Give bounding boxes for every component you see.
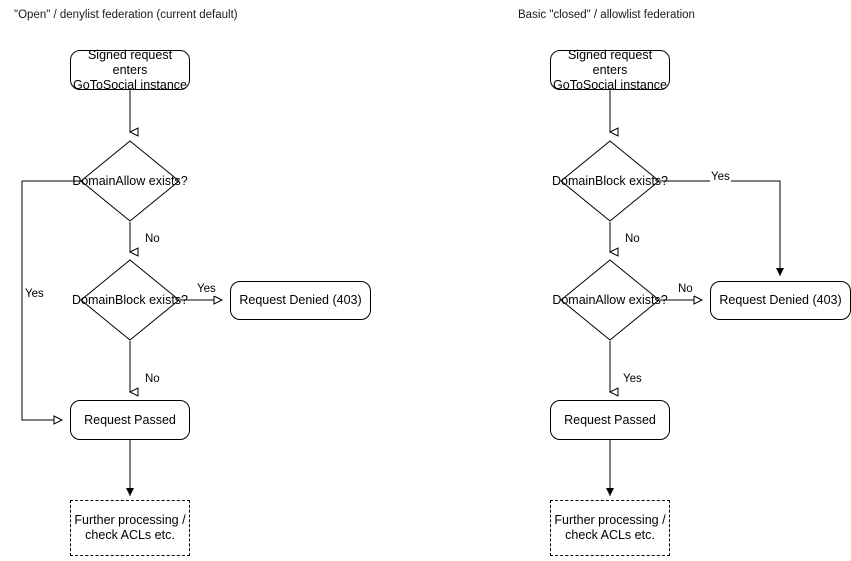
node-further-processing-left: Further processing / check ACLs etc.: [70, 500, 190, 556]
node-decision-domainallow-left: DomainAllow exists?: [72, 140, 188, 222]
panel-title-open-denylist: "Open" / denylist federation (current de…: [14, 9, 238, 21]
node-request-passed-left: Request Passed: [70, 400, 190, 440]
node-request-denied-right: Request Denied (403): [710, 281, 851, 320]
node-further-processing-right-line1: Further processing /: [554, 513, 666, 527]
edge-label-block-no-right: No: [624, 233, 641, 246]
node-further-processing-right-line2: check ACLs etc.: [565, 528, 655, 542]
diamond-shape-icon: [560, 259, 660, 341]
edge-block-yes-to-denied-r: [660, 180, 784, 276]
edge-label-allow-no-left: No: [144, 233, 161, 246]
node-request-passed-left-label: Request Passed: [84, 412, 176, 427]
node-decision-domainblock-right: DomainBlock exists?: [552, 140, 668, 222]
node-decision-domainallow-right: DomainAllow exists?: [552, 259, 668, 341]
node-start-left-line1: Signed request enters: [87, 47, 173, 77]
node-request-denied-left: Request Denied (403): [230, 281, 371, 320]
edge-label-allow-yes-right: Yes: [622, 373, 643, 386]
diamond-shape-icon: [80, 259, 180, 341]
edge-allow-yes-to-passed: [21, 180, 80, 425]
node-start-left: Signed request enters GoToSocial instanc…: [70, 47, 190, 92]
node-start-right: Signed request enters GoToSocial instanc…: [550, 47, 670, 92]
edge-label-block-no-left: No: [144, 373, 161, 386]
node-decision-domainblock-left: DomainBlock exists?: [72, 259, 188, 341]
edge-label-allow-no-right: No: [677, 283, 694, 296]
edge-label-block-yes-left: Yes: [196, 283, 217, 296]
node-further-processing-left-line2: check ACLs etc.: [85, 528, 175, 542]
edge-label-allow-yes-left: Yes: [24, 288, 45, 301]
node-further-processing-left-line1: Further processing /: [74, 513, 186, 527]
panel-title-closed-allowlist: Basic "closed" / allowlist federation: [518, 9, 695, 21]
node-request-passed-right-label: Request Passed: [564, 412, 656, 427]
node-start-left-line2: GoToSocial instance: [73, 77, 187, 92]
node-start-right-line2: GoToSocial instance: [553, 77, 667, 92]
edge-label-block-yes-right: Yes: [710, 171, 731, 184]
node-start-right-line1: Signed request enters: [567, 47, 653, 77]
diamond-shape-icon: [80, 140, 180, 222]
node-request-denied-left-label: Request Denied (403): [239, 293, 362, 307]
node-request-passed-right: Request Passed: [550, 400, 670, 440]
diamond-shape-icon: [560, 140, 660, 222]
node-request-denied-right-label: Request Denied (403): [719, 293, 842, 307]
node-further-processing-right: Further processing / check ACLs etc.: [550, 500, 670, 556]
